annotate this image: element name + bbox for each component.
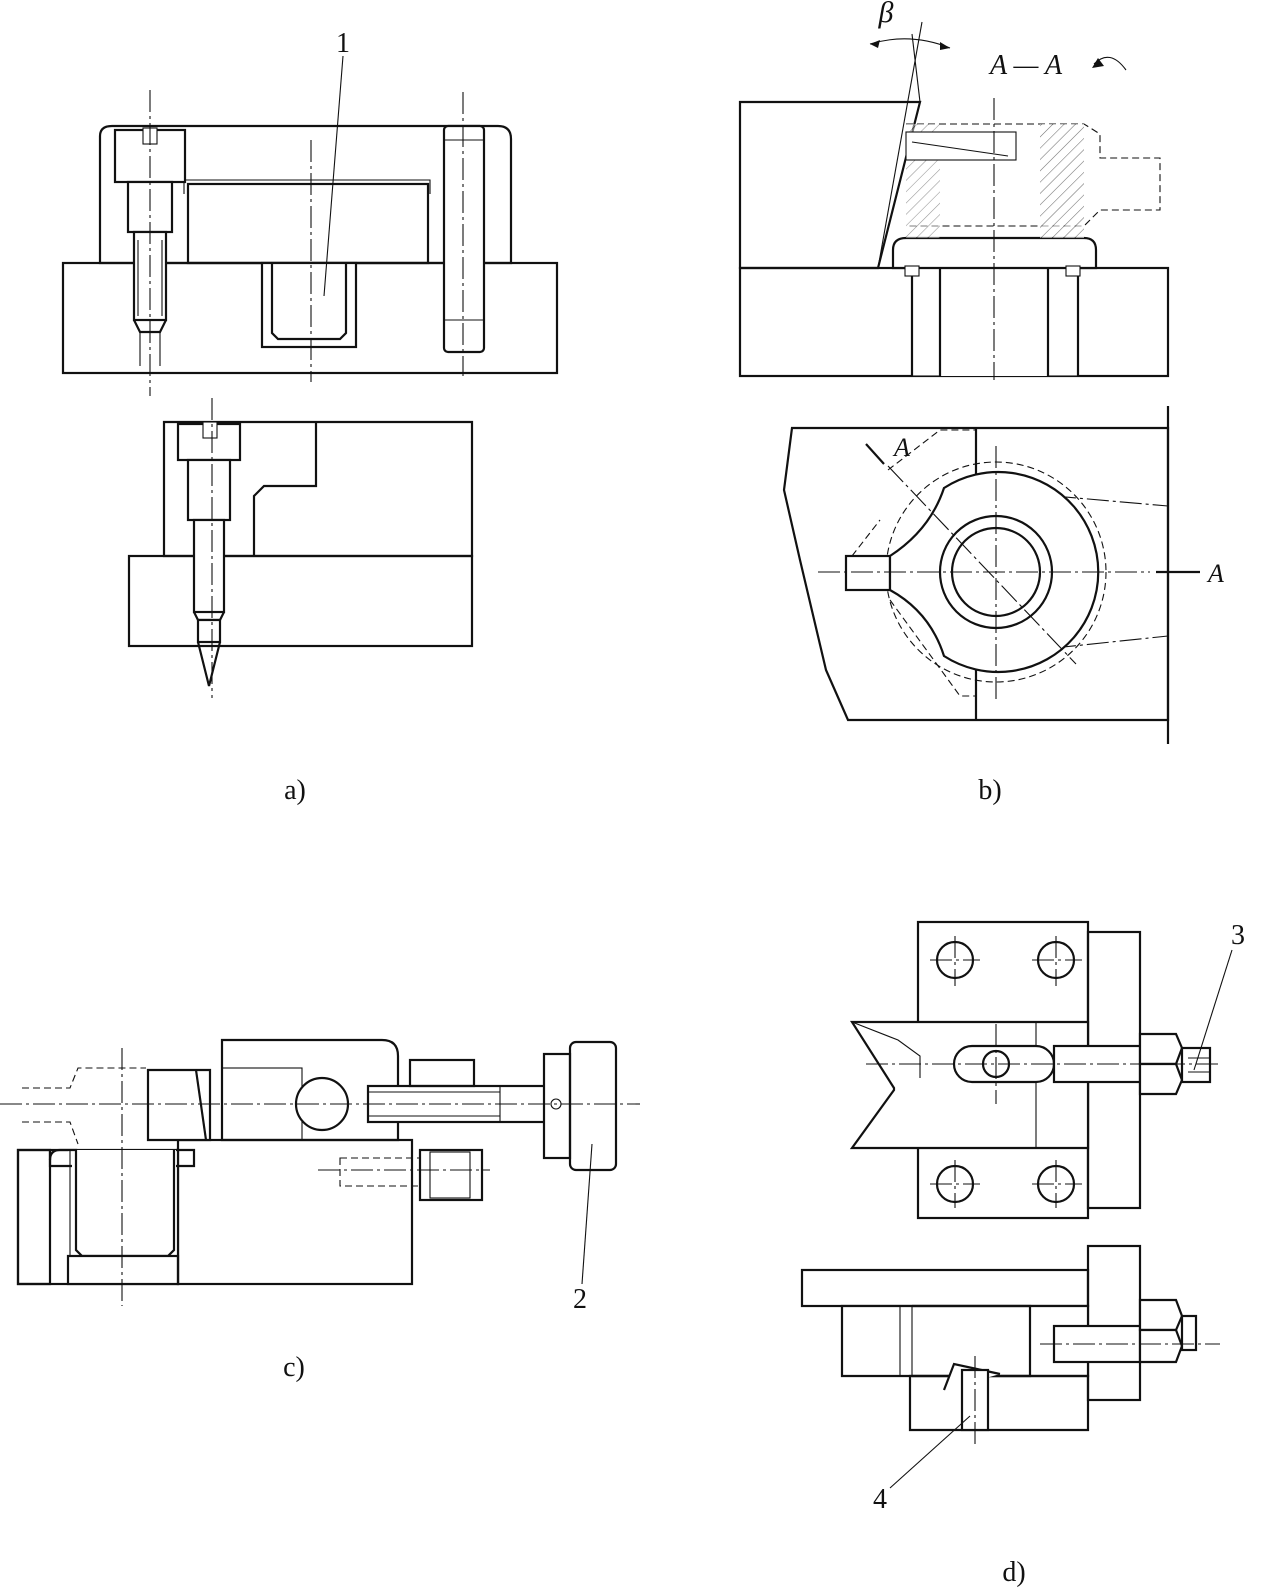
figure-label-a: a) [284,775,306,806]
callout-3: 3 [1231,920,1245,951]
section-title-a-a: A — A [988,50,1063,81]
draft-angle-label: β [878,0,894,29]
callout-1: 1 [336,28,350,59]
callout-4: 4 [873,1484,887,1515]
figure-a-upper-section [61,55,559,396]
figure-d-side-section [800,1244,1220,1489]
figure-b-section-a-a [738,21,1170,380]
cut-mark-label-top: A [892,433,910,462]
figure-d-plan-view [849,920,1233,1220]
callout-2: 2 [573,1284,587,1315]
socket-screw-lower [176,421,242,687]
dowel-pin [442,124,486,354]
figure-label-d: d) [1002,1557,1025,1588]
figure-c-section [0,1038,640,1306]
figure-label-c: c) [283,1352,305,1383]
figure-label-b: b) [978,775,1001,806]
figure-a-lower-section [127,398,474,698]
figure-b-plan-view [782,406,1200,744]
cut-mark-label-right: A [1206,559,1224,588]
